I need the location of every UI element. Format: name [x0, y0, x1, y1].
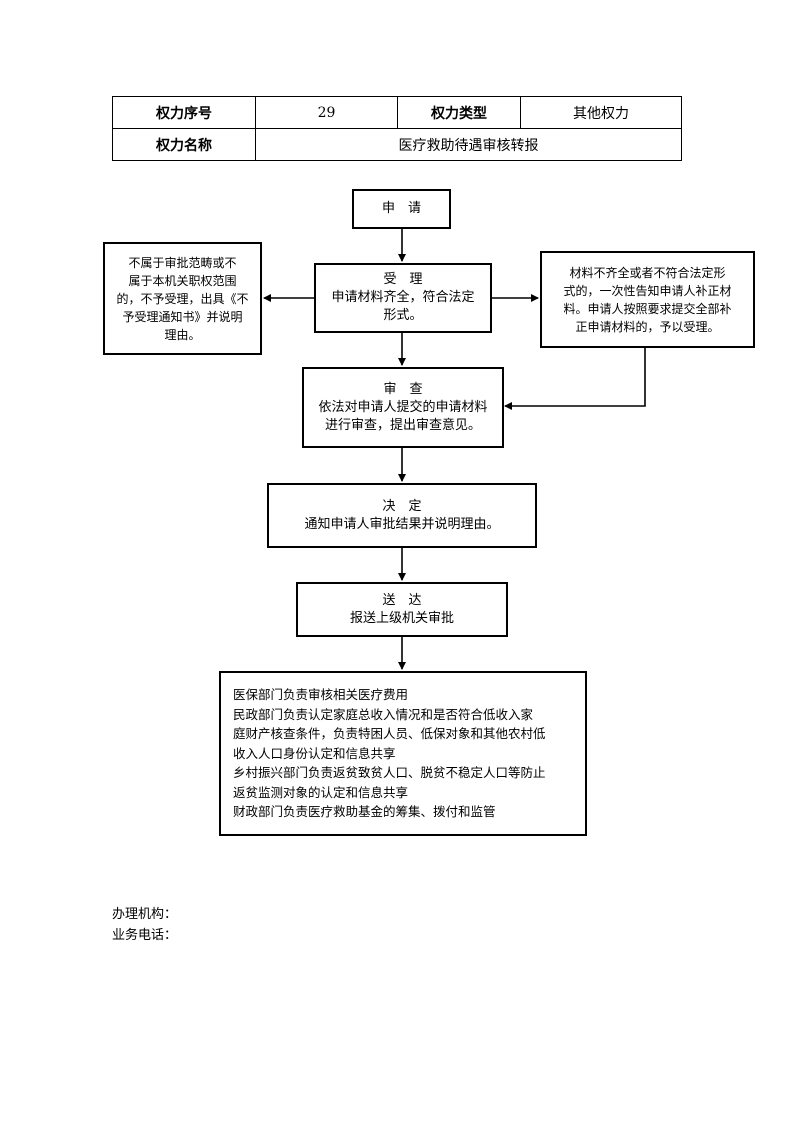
supplement-line-3: 料。申请人按照要求提交全部补 [563, 301, 732, 316]
deliver-box: 送 达 报送上级机关审批 [296, 582, 508, 637]
responsibility-line-7: 财政部门负责医疗救助基金的筹集、拨付和监管 [233, 804, 496, 820]
info-row-1: 权力序号 29 权力类型 其他权力 [112, 96, 682, 129]
reject-line-2: 属于本机关职权范围 [128, 273, 237, 288]
responsibility-line-6: 返贫监测对象的认定和信息共享 [233, 784, 409, 800]
info-row-2: 权力名称 医疗救助待遇审核转报 [112, 128, 682, 161]
responsibility-box: 医保部门负责审核相关医疗费用 民政部门负责认定家庭总收入情况和是否符合低收入家 … [219, 671, 587, 836]
decide-title: 决 定 [382, 498, 422, 514]
review-line-1: 依法对申请人提交的申请材料 [318, 399, 488, 415]
responsibility-line-3: 庭财产核查条件，负责特困人员、低保对象和其他农村低 [233, 726, 546, 742]
review-line-2: 进行审查，提出审查意见。 [324, 417, 481, 433]
supplement-line-1: 材料不齐全或者不符合法定形 [569, 265, 726, 280]
power-info-table: 权力序号 29 权力类型 其他权力 权力名称 医疗救助待遇审核转报 [112, 96, 682, 161]
reject-line-4: 予受理通知书》并说明 [122, 309, 243, 324]
reject-line-1: 不属于审批范畴或不 [128, 255, 237, 270]
responsibility-line-4: 收入人口身份认定和信息共享 [233, 745, 396, 761]
review-title: 审 查 [383, 381, 423, 397]
supplement-line-4: 正申请材料的，予以受理。 [575, 319, 720, 334]
decide-line-1: 通知申请人审批结果并说明理由。 [304, 516, 500, 532]
responsibility-line-5: 乡村振兴部门负责返贫致贫人口、脱贫不稳定人口等防止 [233, 765, 546, 781]
power-type-value: 其他权力 [520, 96, 682, 129]
accept-box: 受 理 申请材料齐全，符合法定 形式。 [314, 263, 492, 333]
accept-title: 受 理 [383, 272, 423, 287]
apply-label: 申 请 [381, 201, 421, 216]
arrow-supplement-to-review [504, 348, 646, 410]
accept-line-1: 申请材料齐全，符合法定 [331, 290, 475, 305]
deliver-line-1: 报送上级机关审批 [349, 610, 454, 626]
reject-line-3: 的，不予受理，出具《不 [116, 291, 249, 306]
supplement-box: 材料不齐全或者不符合法定形 式的，一次性告知申请人补正材 料。申请人按照要求提交… [540, 251, 755, 348]
decide-box: 决 定 通知申请人审批结果并说明理由。 [267, 483, 537, 548]
power-seq-value: 29 [255, 96, 398, 129]
review-box: 审 查 依法对申请人提交的申请材料 进行审查，提出审查意见。 [302, 367, 504, 448]
deliver-title: 送 达 [382, 592, 422, 608]
responsibility-line-1: 医保部门负责审核相关医疗费用 [233, 687, 409, 703]
reject-line-5: 理由。 [164, 327, 201, 342]
office-label: 办理机构： [112, 907, 178, 922]
phone-label: 业务电话： [112, 928, 178, 943]
responsibility-line-2: 民政部门负责认定家庭总收入情况和是否符合低收入家 [233, 706, 534, 722]
reject-box: 不属于审批范畴或不 属于本机关职权范围 的，不予受理，出具《不 予受理通知书》并… [103, 242, 262, 355]
apply-box: 申 请 [352, 189, 451, 229]
accept-line-2: 形式。 [383, 308, 423, 323]
supplement-line-2: 式的，一次性告知申请人补正材 [563, 283, 732, 298]
power-name-value: 医疗救助待遇审核转报 [255, 128, 682, 161]
power-seq-label: 权力序号 [112, 96, 256, 129]
